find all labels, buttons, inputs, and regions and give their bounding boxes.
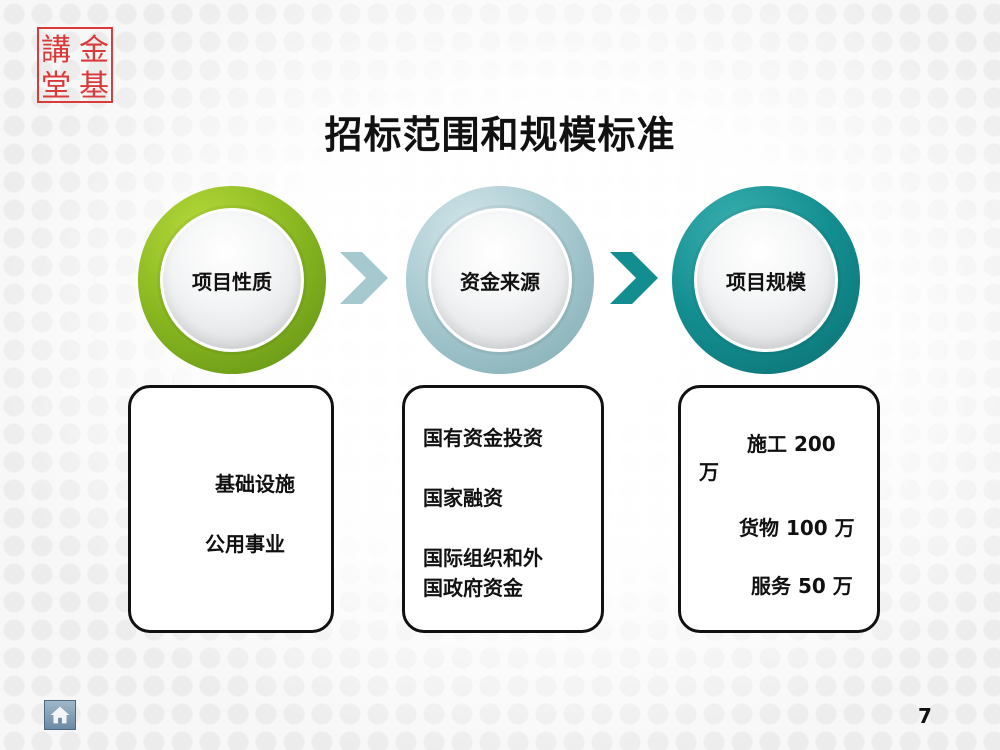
circle-label: 项目规模 bbox=[726, 269, 806, 294]
svg-text:講: 講 bbox=[41, 33, 71, 68]
box-line: 国家融资 bbox=[423, 486, 503, 510]
box-line: 基础设施 bbox=[215, 472, 295, 496]
box-line: 国有资金投资 bbox=[423, 426, 543, 450]
chevron-right-icon bbox=[610, 252, 660, 304]
box-line: 施工 200 bbox=[747, 432, 836, 456]
box-line: 货物 100 万 bbox=[739, 516, 855, 540]
page-number: 7 bbox=[918, 704, 932, 728]
box-line: 国际组织和外 bbox=[423, 546, 543, 570]
detail-box-scale: 施工 200 万 货物 100 万 服务 50 万 bbox=[678, 385, 880, 633]
circle-project-scale: 项目规模 bbox=[672, 186, 860, 374]
circle-inner: 资金来源 bbox=[428, 208, 572, 352]
box-line: 万 bbox=[699, 460, 719, 484]
circle-project-nature: 项目性质 bbox=[138, 186, 326, 374]
circle-inner: 项目性质 bbox=[160, 208, 304, 352]
svg-text:堂: 堂 bbox=[41, 69, 71, 104]
circle-fund-source: 资金来源 bbox=[406, 186, 594, 374]
circle-inner: 项目规模 bbox=[694, 208, 838, 352]
circle-label: 资金来源 bbox=[460, 269, 540, 294]
box-line: 国政府资金 bbox=[423, 576, 523, 600]
logo-seal: 金 講 基 堂 bbox=[36, 26, 114, 104]
home-button[interactable] bbox=[44, 700, 76, 730]
detail-box-nature: 基础设施 公用事业 bbox=[128, 385, 334, 633]
svg-text:金: 金 bbox=[79, 33, 109, 68]
box-line: 公用事业 bbox=[205, 532, 285, 556]
box-line: 服务 50 万 bbox=[751, 574, 853, 598]
slide-title: 招标范围和规模标准 bbox=[324, 113, 676, 157]
chevron-right-icon bbox=[340, 252, 390, 304]
circle-label: 项目性质 bbox=[192, 269, 272, 294]
home-icon bbox=[50, 706, 70, 724]
detail-box-funding: 国有资金投资 国家融资 国际组织和外 国政府资金 bbox=[402, 385, 604, 633]
svg-text:基: 基 bbox=[79, 69, 109, 104]
